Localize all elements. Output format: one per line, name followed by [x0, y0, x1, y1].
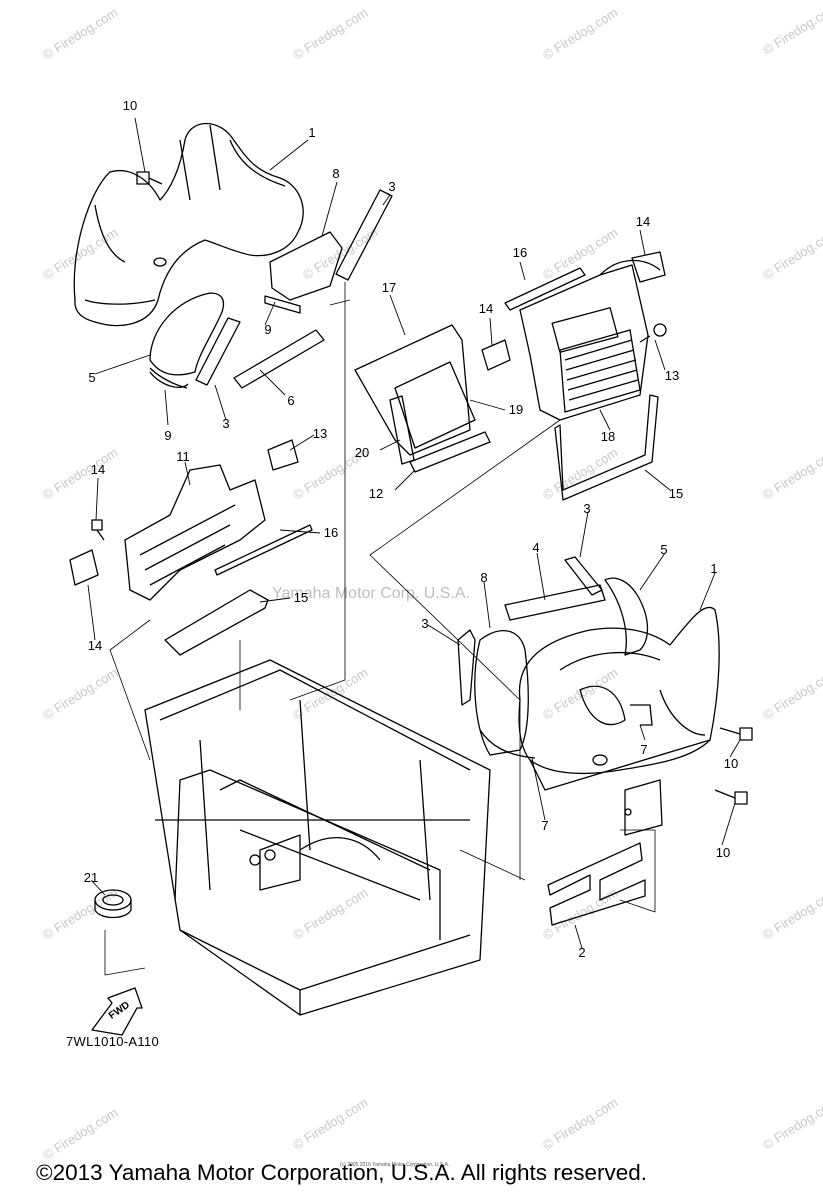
callout-9: 9	[164, 428, 171, 443]
assembly-leaders	[104, 282, 656, 976]
callout-10: 10	[716, 845, 730, 860]
callout-5: 5	[660, 542, 667, 557]
part-14-clip-left-lower	[69, 549, 99, 586]
callout-3: 3	[583, 501, 590, 516]
part-12-grille	[519, 251, 666, 421]
part-11-bracket	[124, 464, 266, 601]
callout-leaders	[87, 117, 741, 949]
part-13-bolt-right	[639, 323, 667, 343]
part-9-clip-lower	[149, 371, 189, 388]
callout-14: 14	[91, 462, 105, 477]
part-1-rear-cowl	[518, 606, 720, 836]
part-6-bar	[233, 329, 325, 389]
callout-3: 3	[388, 179, 395, 194]
callout-19: 19	[509, 402, 523, 417]
callout-13: 13	[665, 368, 679, 383]
callout-7: 7	[640, 742, 647, 757]
part-5-rear-panel	[604, 577, 649, 656]
copyright-notice: ©2013 Yamaha Motor Corporation, U.S.A. A…	[36, 1160, 648, 1185]
part-3-strip-rear-top	[564, 556, 603, 596]
callout-7: 7	[541, 818, 548, 833]
part-20-strip	[389, 395, 415, 465]
part-14-clip-right	[631, 251, 666, 283]
callout-5: 5	[88, 370, 95, 385]
chassis-frame	[144, 659, 491, 1016]
part-3-strip-left	[195, 317, 241, 386]
part-19-insert	[394, 361, 476, 449]
callout-14: 14	[88, 638, 102, 653]
callout-1: 1	[308, 125, 315, 140]
part-8-pad	[269, 231, 343, 301]
callout-12: 12	[369, 486, 383, 501]
callout-16: 16	[324, 525, 338, 540]
part-9-clip	[264, 295, 301, 314]
callout-13: 13	[313, 426, 327, 441]
part-code: 7WL1010-A110	[66, 1034, 159, 1049]
callout-18: 18	[601, 429, 615, 444]
part-7-clip-rear-inner	[630, 704, 653, 726]
callout-15: 15	[669, 486, 683, 501]
small-copyright: (c) 2005 2016 Yamaha Motor Corporation, …	[340, 1162, 450, 1168]
part-18-strip	[409, 431, 491, 473]
part-10-bolt-top	[136, 171, 163, 185]
callout-3: 3	[421, 616, 428, 631]
part-15-seal-left	[164, 589, 269, 656]
callout-21: 21	[84, 870, 98, 885]
callout-14: 14	[479, 301, 493, 316]
callout-8: 8	[480, 570, 487, 585]
part-4-bar	[504, 584, 606, 621]
callout-20: 20	[355, 445, 369, 460]
part-2-bracket	[547, 842, 646, 926]
part-3-strip-top	[335, 189, 393, 281]
callout-10: 10	[123, 98, 137, 113]
callout-1: 1	[710, 561, 717, 576]
part-10-bolt-rear-lower	[714, 789, 748, 805]
callout-16: 16	[513, 245, 527, 260]
callout-4: 4	[532, 540, 539, 555]
callout-9: 9	[264, 322, 271, 337]
part-15-seal-right	[554, 394, 659, 501]
part-14-clip-mid	[481, 339, 511, 371]
part-8-rear-pad	[474, 630, 529, 756]
part-13-bolt-left	[91, 519, 105, 541]
part-16-strip-right	[504, 267, 586, 311]
callout-15: 15	[294, 590, 308, 605]
callout-2: 2	[578, 945, 585, 960]
callout-11: 11	[176, 449, 190, 464]
center-watermark: Yamaha Motor Corp. U.S.A.	[272, 585, 470, 602]
part-17-panel	[354, 324, 491, 473]
callout-numbers: 1018359369171614141319201218151311141615…	[84, 98, 738, 960]
part-1-front-cowl-top	[73, 122, 304, 327]
part-7-clip-rear	[479, 729, 536, 759]
part-14-clip-left-upper	[267, 439, 299, 471]
callout-3: 3	[222, 416, 229, 431]
part-16-strip-left	[214, 524, 313, 576]
callout-17: 17	[382, 280, 396, 295]
part-10-bolt-rear-upper	[719, 727, 753, 741]
callout-14: 14	[636, 214, 650, 229]
callout-10: 10	[724, 756, 738, 771]
part-3-strip-rear-left	[457, 629, 476, 706]
callout-6: 6	[287, 393, 294, 408]
callout-8: 8	[332, 166, 339, 181]
part-21-grommet	[94, 889, 132, 919]
fwd-arrow-icon	[91, 987, 143, 1036]
